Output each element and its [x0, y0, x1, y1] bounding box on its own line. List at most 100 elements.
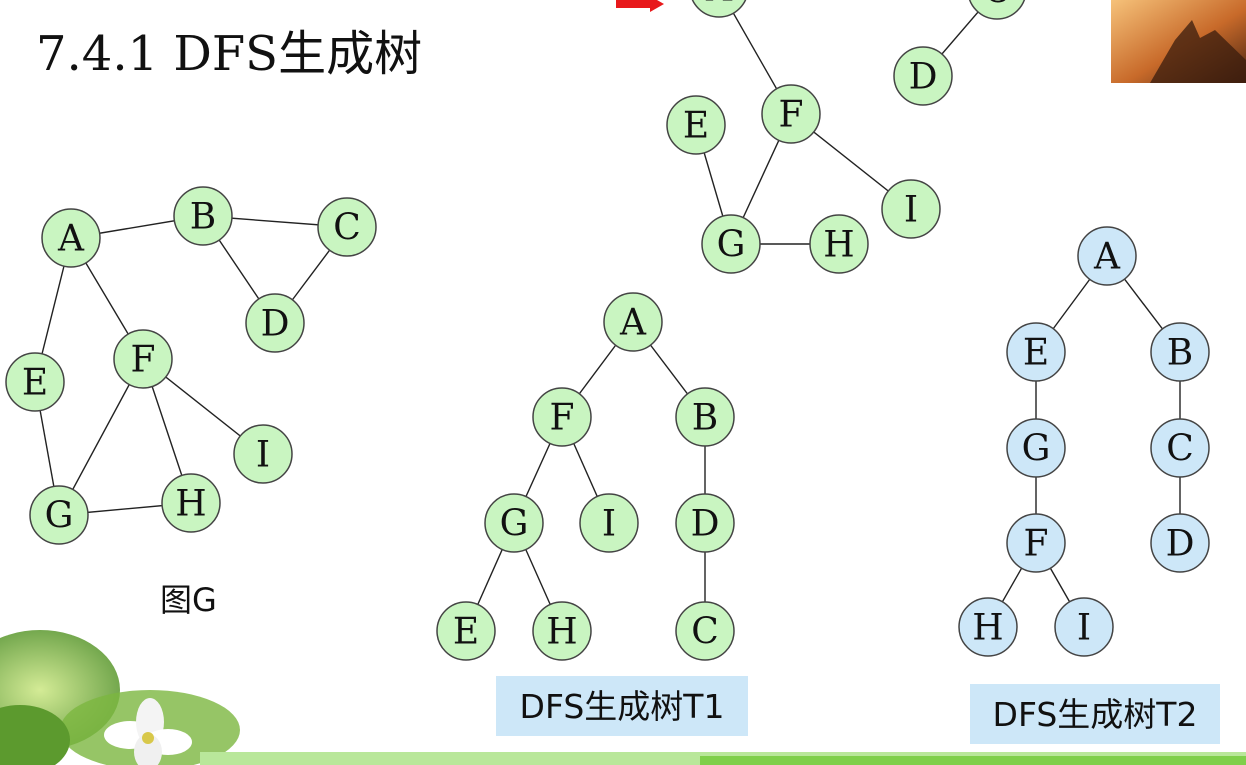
tree-t2: A E B G C F D H I	[958, 226, 1210, 657]
graph-g-node-f-circle	[113, 329, 173, 389]
tree-t2-node-g: G	[1006, 418, 1066, 478]
tree-t2-node-c-circle	[1150, 418, 1210, 478]
partial-node-c-label: C	[983, 0, 1011, 12]
tree-t1-node-i: I	[579, 493, 639, 553]
tree-t2-node-b-circle	[1150, 322, 1210, 382]
tree-t2-node-g-circle	[1006, 418, 1066, 478]
tree-t2-node-f-label: F	[1024, 524, 1049, 565]
tree-t1-node-a-circle	[603, 292, 663, 352]
tree-t2-node-e: E	[1006, 322, 1066, 382]
tree-t1-node-d: D	[675, 493, 735, 553]
tree-t2-node-c: C	[1150, 418, 1210, 478]
partial-node-i-circle	[881, 179, 941, 239]
tree-t1-node-f: F	[532, 387, 592, 447]
corner-leaves	[0, 630, 240, 765]
partial-node-d-circle	[893, 46, 953, 106]
tree-t2-node-f: F	[1006, 513, 1066, 573]
tree-t1-node-h-circle	[532, 601, 592, 661]
tree-t1-node-h: H	[532, 601, 592, 661]
partial-node-d: D	[893, 46, 953, 106]
partial-node-e-circle	[666, 95, 726, 155]
graph-g-node-a: A	[41, 208, 101, 268]
tree-t2-node-a-label: A	[1093, 237, 1121, 278]
graph-g-node-g-circle	[29, 485, 89, 545]
partial-node-f-circle	[761, 84, 821, 144]
graph-g-node-b: B	[173, 186, 233, 246]
red-arrow	[616, 0, 664, 12]
tree-t2-node-a-circle	[1077, 226, 1137, 286]
partial-node-g-label: G	[717, 225, 746, 266]
tree-t2-node-i-label: I	[1077, 608, 1091, 649]
graph-g-node-d: D	[245, 293, 305, 353]
tree-t1-node-e-circle	[436, 601, 496, 661]
tree-t1-node-g-label: G	[500, 504, 529, 545]
tree-t2-node-f-circle	[1006, 513, 1066, 573]
partial-node-e: E	[666, 95, 726, 155]
tree-t1-node-d-circle	[675, 493, 735, 553]
tree-t2-node-d-label: D	[1166, 524, 1195, 565]
partial-graph: A C D E F G H I	[666, 0, 1026, 274]
graph-g-node-a-label: A	[57, 219, 85, 260]
graph-g-node-e: E	[5, 352, 65, 412]
tree-t1-caption: DFS生成树T1	[496, 676, 748, 736]
tree-t1-node-b-label: B	[692, 398, 718, 439]
tree-t2-node-g-label: G	[1022, 429, 1051, 470]
graph-g-node-c: C	[317, 197, 377, 257]
tree-t1-node-b-circle	[675, 387, 735, 447]
tree-t2-caption: DFS生成树T2	[970, 684, 1220, 744]
graph-g-node-d-label: D	[261, 304, 290, 345]
tree-t2-node-b: B	[1150, 322, 1210, 382]
tree-t2-node-i: I	[1054, 597, 1114, 657]
tree-t1-node-i-label: I	[602, 504, 616, 545]
tree-t2-node-d: D	[1150, 513, 1210, 573]
tree-t1: A F B G I D E H C	[436, 292, 735, 661]
partial-node-d-label: D	[909, 57, 938, 98]
tree-t2-node-c-label: C	[1166, 429, 1194, 470]
corner-photo	[1111, 0, 1246, 83]
graph-g-node-h-label: H	[175, 484, 206, 525]
tree-t2-node-d-circle	[1150, 513, 1210, 573]
partial-node-h-circle	[809, 214, 869, 274]
partial-node-i-label: I	[904, 190, 918, 231]
tree-t1-node-f-circle	[532, 387, 592, 447]
tree-t2-node-h-circle	[958, 597, 1018, 657]
partial-node-h: H	[809, 214, 869, 274]
graph-g-node-e-circle	[5, 352, 65, 412]
tree-t1-node-d-label: D	[691, 504, 720, 545]
tree-t2-node-i-circle	[1054, 597, 1114, 657]
tree-t2-node-b-label: B	[1167, 333, 1193, 374]
graph-g-node-i-circle	[233, 424, 293, 484]
graph-g-node-h-circle	[161, 473, 221, 533]
tree-t1-node-i-circle	[579, 493, 639, 553]
flower	[104, 698, 192, 765]
tree-t1-node-h-label: H	[546, 612, 577, 653]
partial-node-h-label: H	[823, 225, 854, 266]
partial-node-e-label: E	[683, 106, 709, 147]
tree-t2-node-e-circle	[1006, 322, 1066, 382]
partial-node-g: G	[701, 214, 761, 274]
graph-g-node-b-circle	[173, 186, 233, 246]
partial-node-c-circle	[968, 0, 1026, 20]
graph-g-node-b-label: B	[190, 197, 216, 238]
graph-g-node-e-label: E	[22, 363, 48, 404]
tree-t1-node-e: E	[436, 601, 496, 661]
graph-g-node-g: G	[29, 485, 89, 545]
graph-g-node-h: H	[161, 473, 221, 533]
tree-t1-node-a-label: A	[619, 303, 647, 344]
tree-t2-node-a: A	[1077, 226, 1137, 286]
graph-g-node-c-circle	[317, 197, 377, 257]
tree-t1-node-b: B	[675, 387, 735, 447]
partial-node-f-label: F	[779, 95, 804, 136]
bottom-strip	[200, 752, 1246, 765]
tree-t2-node-h-label: H	[972, 608, 1003, 649]
tree-t1-node-f-label: F	[550, 398, 575, 439]
graph-g-caption: 图G	[160, 581, 217, 619]
partial-node-a-label: A	[705, 0, 733, 10]
graph-g-node-d-circle	[245, 293, 305, 353]
partial-node-a: A	[691, 0, 747, 18]
tree-t1-node-c: C	[675, 601, 735, 661]
partial-node-f: F	[761, 84, 821, 144]
partial-node-a-circle	[691, 0, 747, 18]
